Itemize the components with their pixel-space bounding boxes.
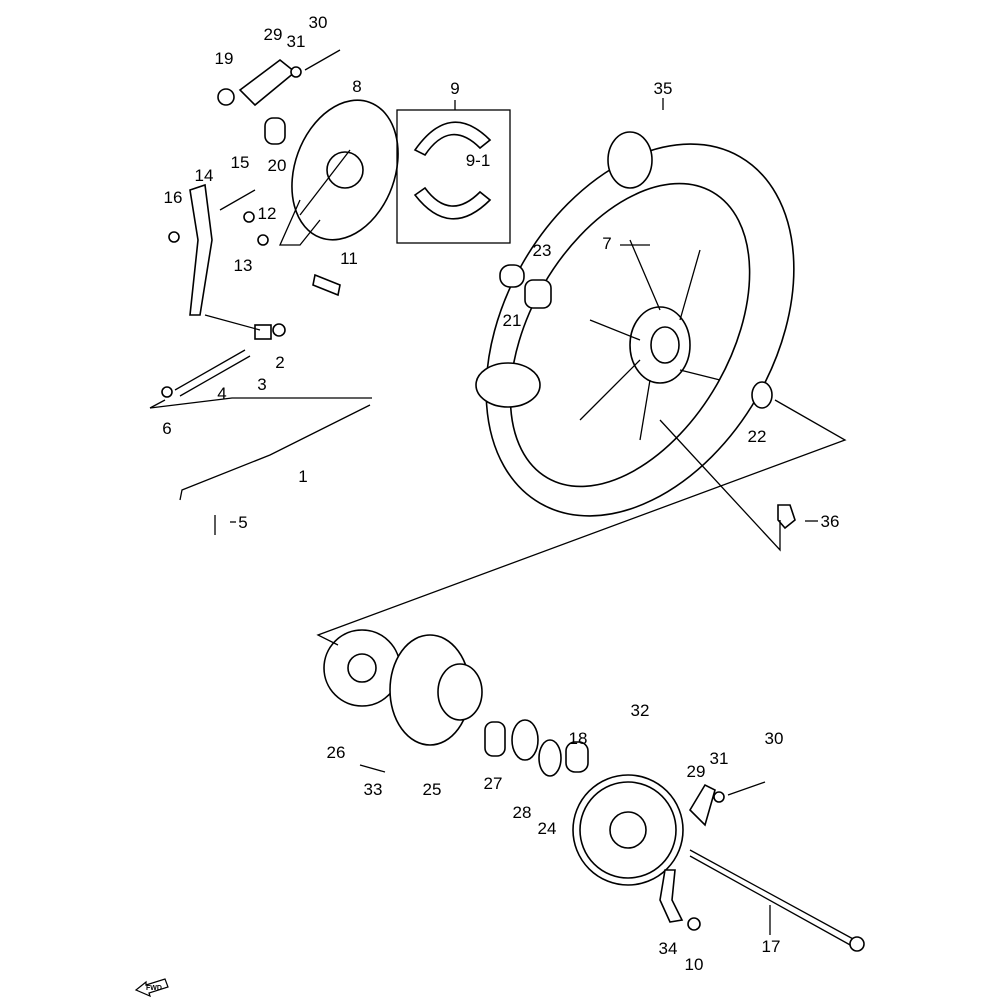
part-label: 18: [569, 729, 588, 748]
part-label: 24: [538, 819, 557, 838]
part-label: 26: [327, 743, 346, 762]
part-label: 35: [654, 79, 673, 98]
assembly-lines: [149, 98, 847, 935]
part-label: 34: [659, 939, 678, 958]
part-label: 7: [602, 234, 611, 253]
fwd-arrow-icon: FWD: [134, 978, 169, 998]
part-label: 13: [234, 256, 253, 275]
part-label: 19: [215, 49, 234, 68]
part-label: 1: [298, 467, 307, 486]
part-label: 30: [309, 13, 328, 32]
part-label: 10: [685, 955, 704, 974]
part-label: 25: [423, 780, 442, 799]
part-label: 3: [257, 375, 266, 394]
part-label: 33: [364, 780, 383, 799]
brake-shoe-box: [396, 109, 511, 244]
part-label: 32: [631, 701, 650, 720]
part-label: 36: [821, 512, 840, 531]
hub-assembly: [323, 629, 865, 952]
part-label: 17: [762, 937, 781, 956]
part-label: 21: [503, 311, 522, 330]
brake-panel: [278, 99, 399, 246]
part-label: 11: [340, 249, 358, 268]
part-label: 28: [513, 803, 532, 822]
part-label: 9: [450, 79, 459, 98]
part-label: 14: [195, 166, 214, 185]
part-label: 6: [162, 419, 171, 438]
small-parts: [161, 49, 796, 535]
fwd-label: FWD: [146, 985, 162, 992]
part-label: 4: [217, 384, 226, 403]
part-label: 29: [264, 25, 283, 44]
part-label: 31: [710, 749, 729, 768]
part-label: 23: [533, 241, 552, 260]
part-label: 31: [287, 32, 306, 51]
part-label: 15: [231, 153, 250, 172]
part-label: 29: [687, 762, 706, 781]
wheel-tire: [475, 131, 795, 517]
part-label: 9-1: [466, 151, 491, 170]
part-label: 16: [164, 188, 183, 207]
part-label: 22: [748, 427, 767, 446]
part-label: 30: [765, 729, 784, 748]
part-label: 8: [352, 77, 361, 96]
part-label: 20: [268, 156, 287, 175]
part-label: 2: [275, 353, 284, 372]
part-label: 5: [238, 513, 247, 532]
part-label: 27: [484, 774, 503, 793]
part-label: 12: [258, 204, 277, 223]
